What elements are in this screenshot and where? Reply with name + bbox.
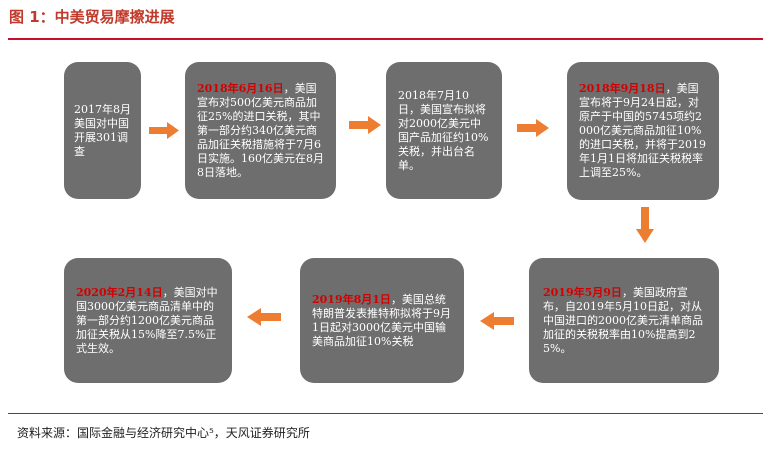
event-date: 2019年5月9日 <box>543 285 622 299</box>
event-text: 2018年7月10日，美国宣布拟将对2000亿美元中国产品加征约10%关税，并出… <box>398 88 489 172</box>
top-rule <box>8 38 763 40</box>
event-box-6: 2019年8月1日，美国总统特朗普发表推特称拟将于9月1日起对3000亿美元中国… <box>300 258 464 383</box>
arrow-right-icon <box>149 122 179 139</box>
event-date: 2020年2月14日 <box>76 285 163 299</box>
arrow-left-icon <box>480 312 514 330</box>
arrow-left-icon <box>247 308 281 326</box>
event-text: ，美国政府宣布，自2019年5月10日起，对从中国进口的2000亿美元清单商品加… <box>543 285 703 355</box>
event-date: 2018年6月16日 <box>197 81 284 95</box>
event-text: ，美国宣布将于9月24日起，对原产于中国的5745项约2000亿美元商品加征10… <box>579 82 706 179</box>
event-text: 2017年8月美国对中国开展301调查 <box>74 102 131 158</box>
event-box-4: 2018年9月18日，美国宣布将于9月24日起，对原产于中国的5745项约200… <box>567 62 719 200</box>
source-note: 资料来源：国际金融与经济研究中心⁵，天风证券研究所 <box>17 426 310 440</box>
event-box-3: 2018年7月10日，美国宣布拟将对2000亿美元中国产品加征约10%关税，并出… <box>386 62 502 199</box>
figure-title: 图 1：中美贸易摩擦进展 <box>9 8 175 26</box>
arrow-down-icon <box>636 207 654 243</box>
event-date: 2018年9月18日 <box>579 82 666 95</box>
event-text: ，美国总统特朗普发表推特称拟将于9月1日起对3000亿美元中国输美商品加征10%… <box>312 292 451 348</box>
event-text: ，美国宣布对500亿美元商品加征25%的进口关税，其中第一部分约340亿美元商品… <box>197 81 324 179</box>
arrow-right-icon <box>349 116 381 134</box>
event-box-7: 2020年2月14日，美国对中国3000亿美元商品清单中的第一部分约1200亿美… <box>64 258 232 383</box>
event-text: ，美国对中国3000亿美元商品清单中的第一部分约1200亿美元商品加征关税从15… <box>76 285 218 355</box>
arrow-right-icon <box>517 119 549 137</box>
event-box-2: 2018年6月16日，美国宣布对500亿美元商品加征25%的进口关税，其中第一部… <box>185 62 336 199</box>
event-box-5: 2019年5月9日，美国政府宣布，自2019年5月10日起，对从中国进口的200… <box>529 258 719 383</box>
event-date: 2019年8月1日 <box>312 292 391 306</box>
bottom-rule <box>8 413 763 414</box>
event-box-1: 2017年8月美国对中国开展301调查 <box>64 62 141 199</box>
